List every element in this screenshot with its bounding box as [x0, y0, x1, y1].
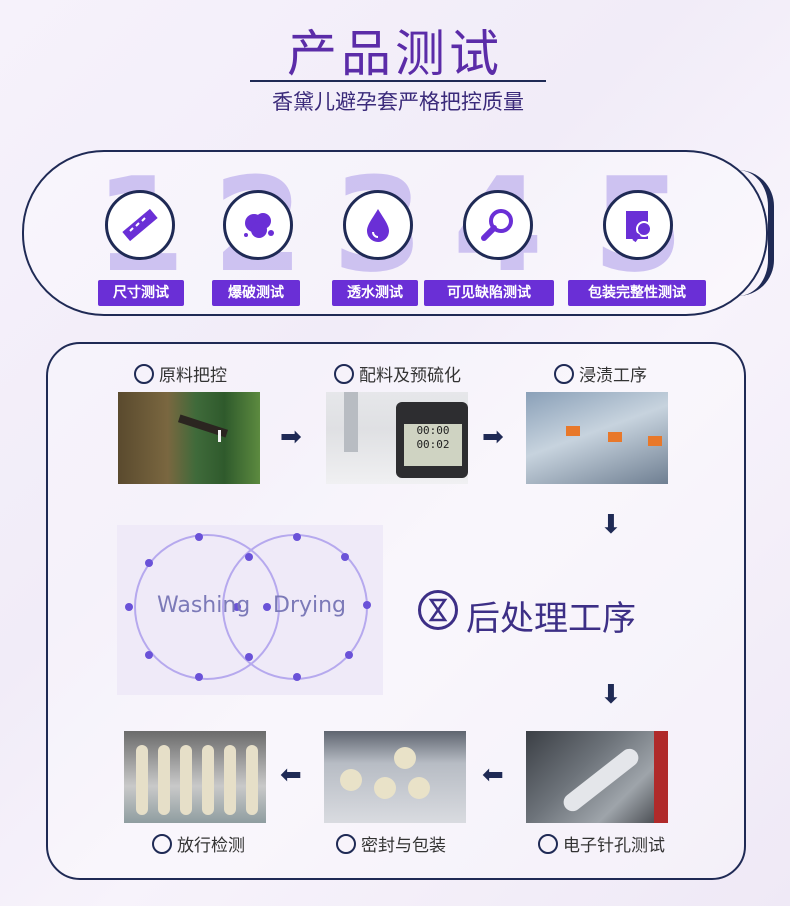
step-label: 原料把控	[159, 366, 227, 386]
arrow-right-icon: ➡	[280, 422, 302, 452]
drop-icon	[554, 364, 574, 384]
test-item-defect: 4 可见缺陷测试	[424, 160, 558, 310]
microscope-icon	[538, 834, 558, 854]
pinhole-test-photo	[526, 731, 668, 823]
step-label: 浸渍工序	[579, 366, 647, 386]
step-raw-material: 原料把控	[134, 364, 227, 388]
burst-icon	[223, 190, 293, 260]
products-photo	[124, 731, 266, 823]
rubber-tree-photo	[118, 392, 260, 484]
test-label: 包装完整性测试	[568, 280, 706, 306]
page-title: 产品测试	[287, 25, 503, 83]
step-label: 电子针孔测试	[563, 836, 665, 856]
water-drop-icon	[343, 190, 413, 260]
arrow-left-icon: ⬅	[482, 760, 504, 790]
step-release: 放行检测	[152, 834, 245, 858]
packaging-photo	[324, 731, 466, 823]
dipping-photo	[526, 392, 668, 484]
arrow-down-icon: ⬇	[600, 680, 622, 710]
title-divider	[250, 80, 546, 82]
drying-label: Drying	[273, 593, 347, 618]
hourglass-icon	[418, 590, 458, 630]
step-pinhole: 电子针孔测试	[538, 834, 665, 858]
washing-label: Washing	[157, 593, 251, 618]
step-label: 放行检测	[177, 836, 245, 856]
arrow-down-icon: ⬇	[600, 510, 622, 540]
step-dipping: 浸渍工序	[554, 364, 647, 388]
ruler-icon	[105, 190, 175, 260]
washing-drying-diagram: Washing Drying	[117, 525, 383, 695]
step-compounding: 配料及预硫化	[334, 364, 461, 388]
timer-line-1: 00:00	[416, 424, 450, 437]
package-icon	[603, 190, 673, 260]
gift-icon	[336, 834, 356, 854]
test-item-size: 1 尺寸测试	[80, 160, 200, 310]
compounding-photo: 00:00 00:02	[326, 392, 468, 484]
step-label: 配料及预硫化	[359, 366, 461, 386]
step-sealing: 密封与包装	[336, 834, 446, 858]
test-label: 透水测试	[332, 280, 418, 306]
arrow-left-icon: ⬅	[280, 760, 302, 790]
test-label: 尺寸测试	[98, 280, 184, 306]
test-label: 爆破测试	[212, 280, 300, 306]
leaf-icon	[134, 364, 154, 384]
timer-line-2: 00:02	[416, 438, 450, 451]
flask-icon	[334, 364, 354, 384]
test-label: 可见缺陷测试	[424, 280, 554, 306]
test-item-burst: 2 爆破测试	[198, 160, 318, 310]
check-icon	[152, 834, 172, 854]
post-process-title: 后处理工序	[466, 599, 636, 639]
test-item-water: 3 透水测试	[318, 160, 438, 310]
step-label: 密封与包装	[361, 836, 446, 856]
test-item-package: 5 包装完整性测试	[568, 160, 706, 310]
page-subtitle: 香黛儿避孕套严格把控质量	[272, 90, 524, 114]
arrow-right-icon: ➡	[482, 422, 504, 452]
panel-accent	[738, 170, 774, 296]
magnifier-icon	[463, 190, 533, 260]
